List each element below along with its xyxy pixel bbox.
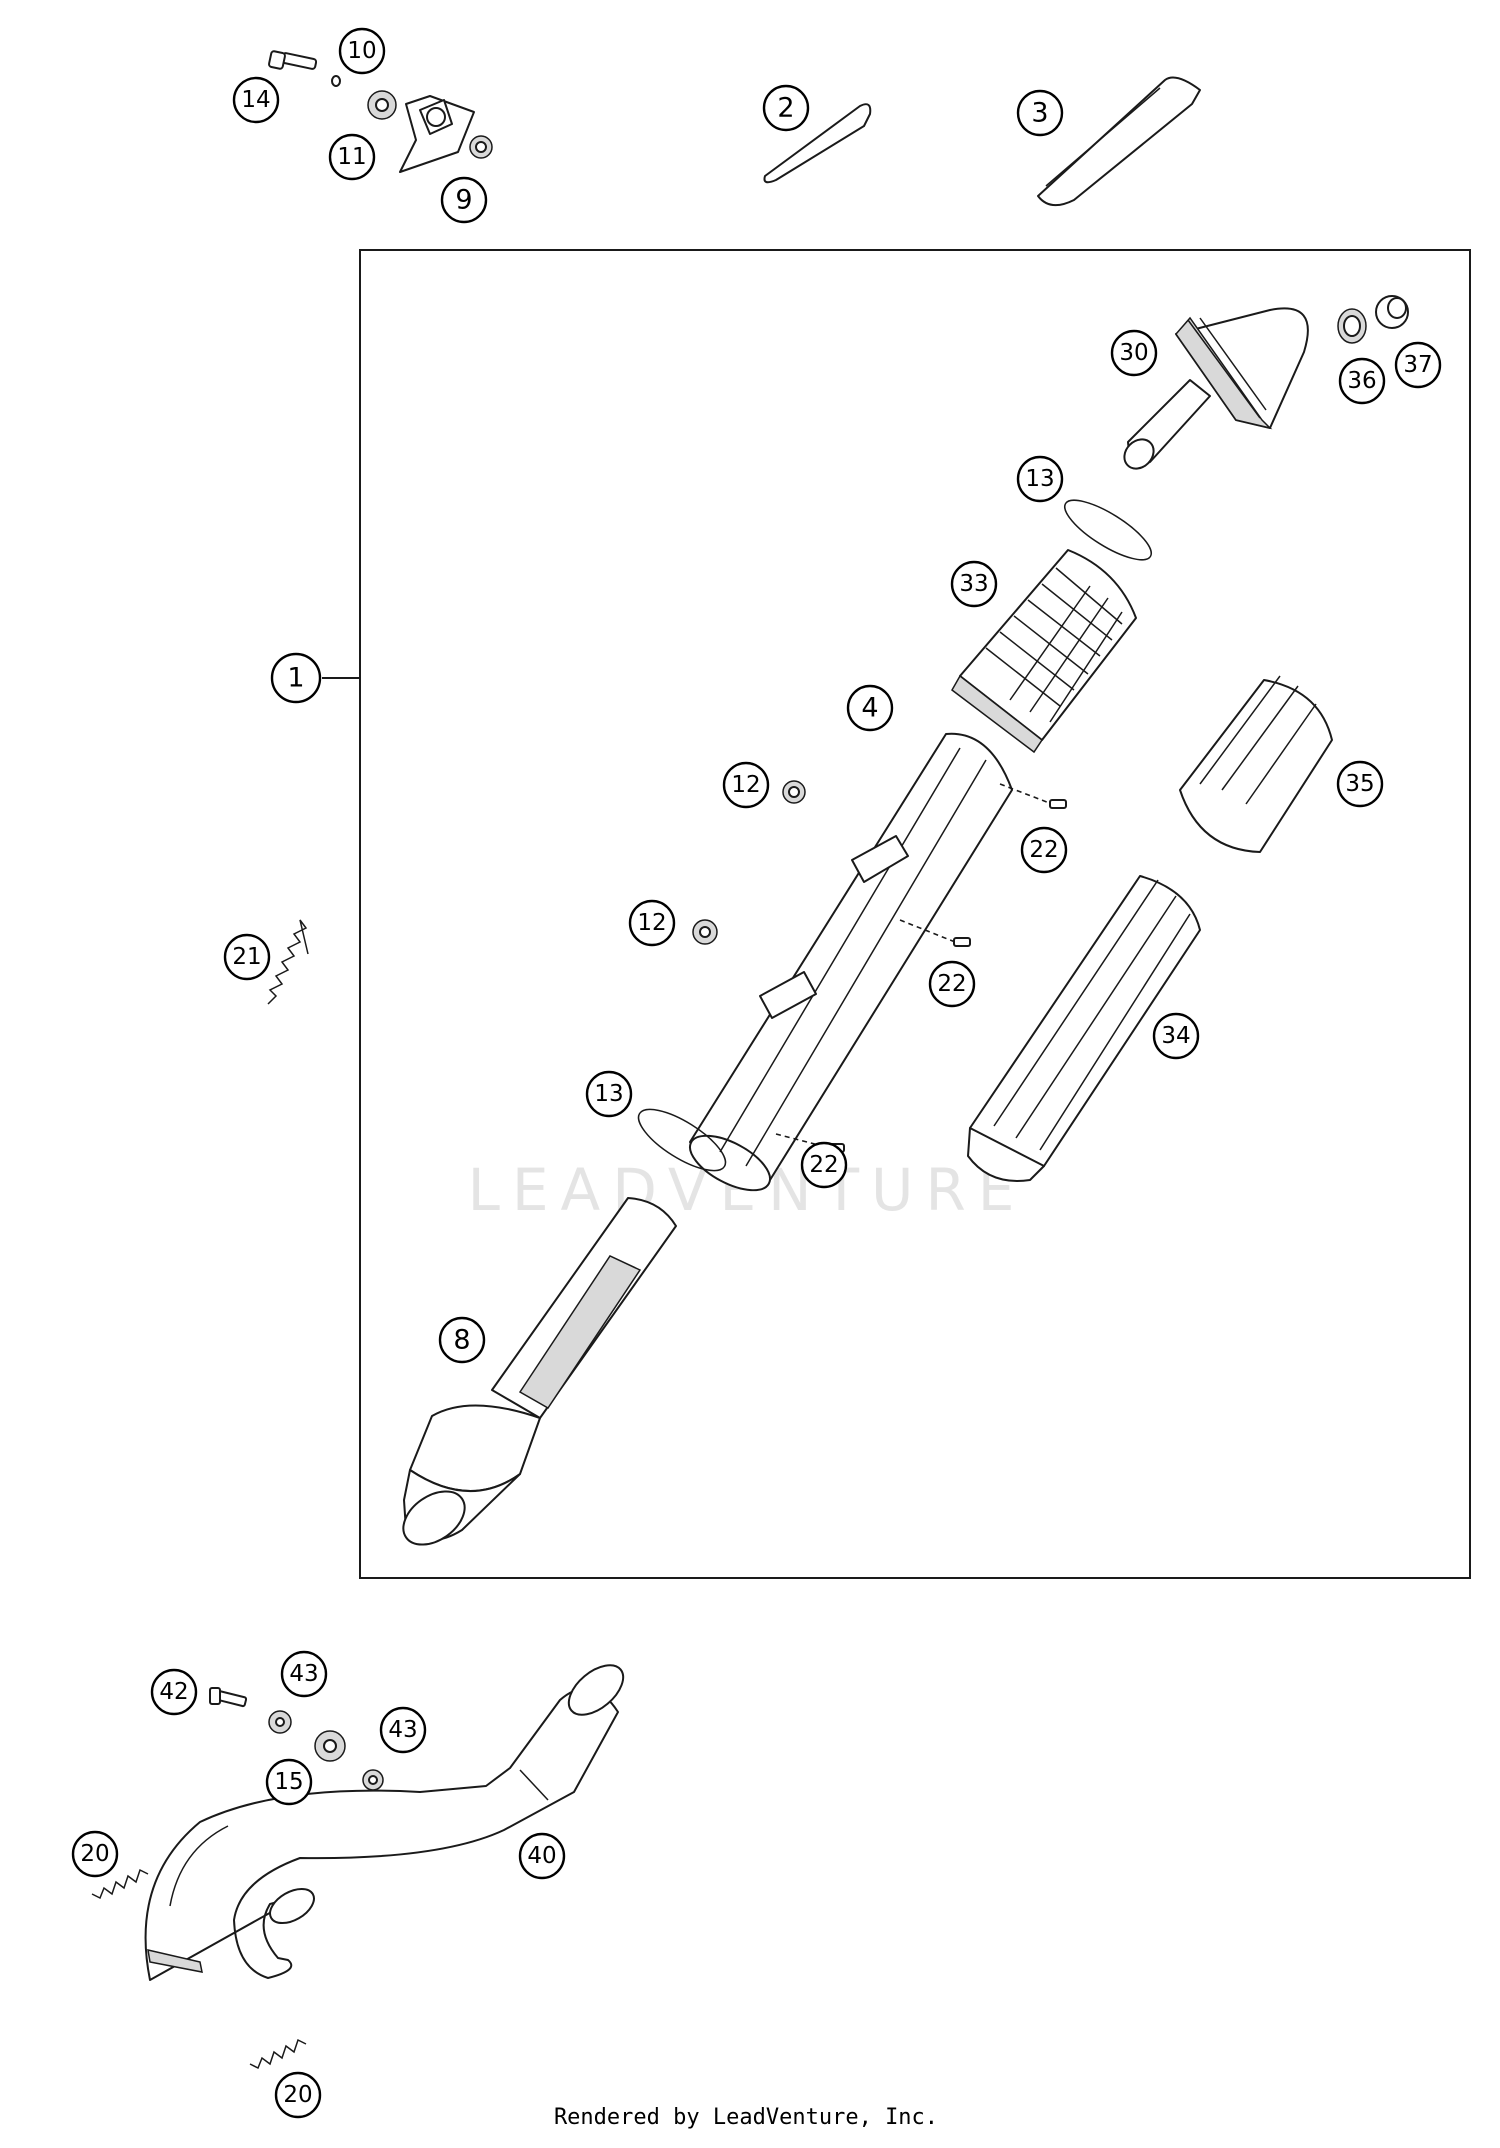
spring-part xyxy=(267,919,309,1005)
svg-text:37: 37 xyxy=(1403,352,1432,378)
svg-text:10: 10 xyxy=(347,38,376,64)
callout-22-upper: 22 xyxy=(1020,826,1068,874)
svg-text:40: 40 xyxy=(527,1843,556,1869)
silencer-cover-part xyxy=(1037,76,1201,207)
svg-text:36: 36 xyxy=(1347,368,1376,394)
callout-35: 35 xyxy=(1336,760,1384,808)
callout-37: 37 xyxy=(1394,341,1442,389)
seal-ring-part xyxy=(1337,308,1367,344)
header-washer-part xyxy=(268,1710,292,1734)
callout-9: 9 xyxy=(440,176,488,224)
svg-text:3: 3 xyxy=(1031,98,1048,129)
callout-43-lower: 43 xyxy=(379,1706,427,1754)
svg-text:1: 1 xyxy=(287,663,304,694)
callout-20-upper: 20 xyxy=(71,1830,119,1878)
svg-text:14: 14 xyxy=(241,87,270,113)
svg-text:9: 9 xyxy=(455,185,472,216)
svg-text:12: 12 xyxy=(731,772,760,798)
callout-11: 11 xyxy=(328,133,376,181)
silencer-sleeve-front-part xyxy=(1179,675,1333,853)
perforated-insert-part xyxy=(951,549,1137,754)
spring-part xyxy=(91,1868,149,1900)
svg-text:22: 22 xyxy=(809,1152,838,1178)
svg-text:8: 8 xyxy=(453,1325,470,1356)
svg-text:11: 11 xyxy=(337,144,366,170)
svg-text:22: 22 xyxy=(937,971,966,997)
header-washer-part xyxy=(362,1769,384,1791)
callout-14: 14 xyxy=(232,76,280,124)
callout-3: 3 xyxy=(1016,89,1064,137)
svg-text:22: 22 xyxy=(1029,837,1058,863)
washer-small-part xyxy=(331,75,341,87)
header-bolt-part xyxy=(209,1687,248,1708)
callout-43-upper: 43 xyxy=(280,1650,328,1698)
bolt-part xyxy=(268,50,318,70)
svg-text:35: 35 xyxy=(1345,771,1374,797)
svg-text:13: 13 xyxy=(1025,466,1054,492)
svg-text:12: 12 xyxy=(637,910,666,936)
callout-13-lower: 13 xyxy=(585,1070,633,1118)
callout-8: 8 xyxy=(438,1316,486,1364)
silencer-body-part xyxy=(689,732,1013,1192)
silencer-sleeve-rear-part xyxy=(967,875,1201,1182)
svg-text:2: 2 xyxy=(777,93,794,124)
screw-leader xyxy=(999,783,1053,805)
screw-part xyxy=(953,937,971,947)
svg-text:13: 13 xyxy=(594,1081,623,1107)
callout-10: 10 xyxy=(338,27,386,75)
grommet-part xyxy=(469,135,493,159)
rubber-grommet-part xyxy=(782,780,806,804)
callout-33: 33 xyxy=(950,560,998,608)
end-cap-part xyxy=(1123,307,1309,470)
callout-15: 15 xyxy=(265,1758,313,1806)
callout-2: 2 xyxy=(762,84,810,132)
svg-text:20: 20 xyxy=(283,2082,312,2108)
svg-text:43: 43 xyxy=(388,1717,417,1743)
header-bushing-part xyxy=(314,1730,346,1762)
callout-13-upper: 13 xyxy=(1016,455,1064,503)
svg-text:20: 20 xyxy=(80,1841,109,1867)
heat-shield-pad-part xyxy=(763,103,872,184)
spring-part xyxy=(249,2038,307,2070)
callout-36: 36 xyxy=(1338,357,1386,405)
gasket-upper-part xyxy=(1064,499,1152,561)
callout-21: 21 xyxy=(223,933,271,981)
plug-part xyxy=(1375,295,1409,329)
bracket-part xyxy=(399,95,475,173)
callout-30: 30 xyxy=(1110,329,1158,377)
callout-22-middle: 22 xyxy=(928,960,976,1008)
inner-tube-part xyxy=(402,1197,677,1546)
svg-text:15: 15 xyxy=(274,1769,303,1795)
callout-42: 42 xyxy=(150,1668,198,1716)
screw-leader xyxy=(899,919,956,943)
svg-text:34: 34 xyxy=(1161,1023,1190,1049)
callout-4: 4 xyxy=(846,684,894,732)
rubber-grommet-part xyxy=(692,919,718,945)
svg-text:30: 30 xyxy=(1119,340,1148,366)
svg-text:4: 4 xyxy=(861,693,878,724)
callout-12-upper: 12 xyxy=(722,761,770,809)
svg-text:21: 21 xyxy=(232,944,261,970)
svg-text:42: 42 xyxy=(159,1679,188,1705)
assembly-frame xyxy=(359,249,1471,1579)
svg-text:43: 43 xyxy=(289,1661,318,1687)
callout-40: 40 xyxy=(518,1832,566,1880)
head-pipe-part xyxy=(144,1664,625,1981)
callout-22-lower: 22 xyxy=(800,1141,848,1189)
screw-part xyxy=(1049,799,1067,809)
bushing-part xyxy=(367,90,397,120)
callout-34: 34 xyxy=(1152,1012,1200,1060)
rendered-by-credit: Rendered by LeadVenture, Inc. xyxy=(554,2105,938,2130)
callout-12-lower: 12 xyxy=(628,899,676,947)
callout-1: 1 xyxy=(270,652,322,704)
callout-20-lower: 20 xyxy=(274,2071,322,2119)
svg-text:33: 33 xyxy=(959,571,988,597)
gasket-lower-part xyxy=(637,1108,727,1172)
